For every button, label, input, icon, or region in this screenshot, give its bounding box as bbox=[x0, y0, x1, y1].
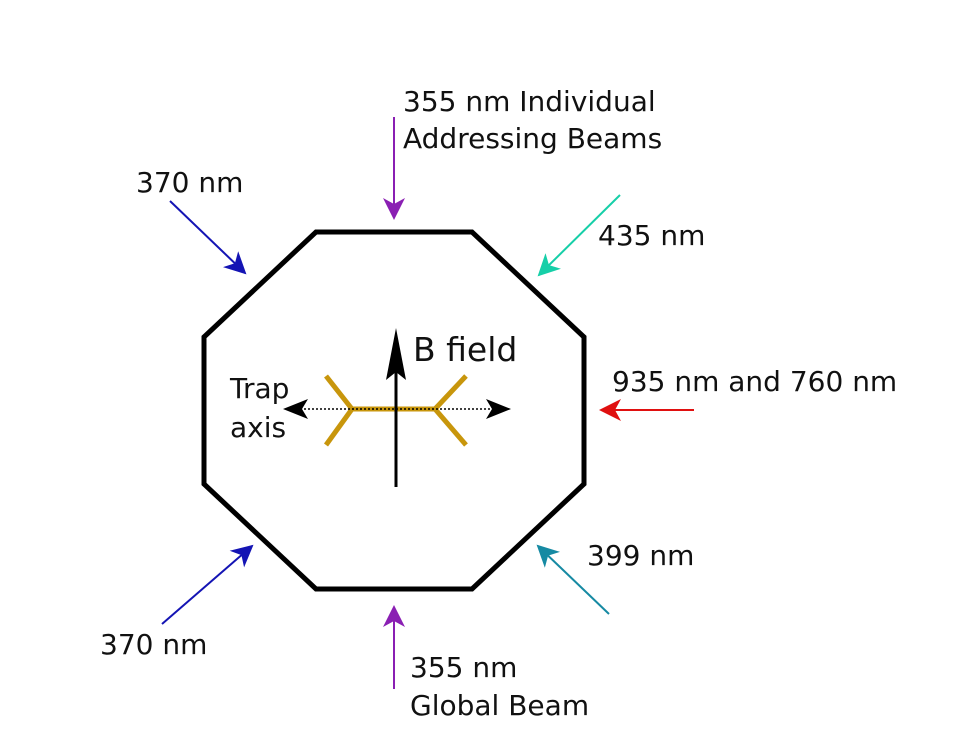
label-355-individual-line1: 355 nm Individual bbox=[403, 85, 656, 118]
electrode-left-lower bbox=[323, 407, 355, 447]
electrode-left-upper bbox=[324, 374, 354, 411]
label-935-760: 935 nm and 760 nm bbox=[612, 365, 897, 398]
octagon-chamber bbox=[201, 229, 587, 592]
beam-435-arrow bbox=[537, 194, 621, 277]
b-field-arrowhead bbox=[386, 328, 406, 380]
label-370-bottom: 370 nm bbox=[100, 628, 207, 661]
label-b-field: B field bbox=[413, 330, 517, 369]
electrode-right-lower bbox=[433, 407, 468, 447]
trap-axis-arrowhead-left bbox=[283, 399, 308, 419]
label-355-individual-line2: Addressing Beams bbox=[403, 122, 662, 155]
b-field-arrow bbox=[386, 328, 406, 487]
label-435: 435 nm bbox=[598, 219, 705, 252]
electrode-right-upper bbox=[433, 374, 468, 411]
trap-axis-arrow bbox=[283, 399, 511, 419]
label-355-global-line1: 355 nm bbox=[410, 651, 517, 684]
label-trap-axis-line1: Trap bbox=[229, 372, 289, 405]
label-399: 399 nm bbox=[587, 539, 694, 572]
label-355-global-line2: Global Beam bbox=[410, 689, 589, 722]
beam-370-top-arrow bbox=[169, 200, 247, 275]
beam-399-arrow bbox=[536, 544, 610, 615]
trap-axis-arrowhead-right bbox=[486, 399, 511, 419]
label-trap-axis-line2: axis bbox=[230, 411, 286, 444]
label-370-top: 370 nm bbox=[136, 166, 243, 199]
beam-370-bottom-arrow bbox=[161, 544, 254, 625]
